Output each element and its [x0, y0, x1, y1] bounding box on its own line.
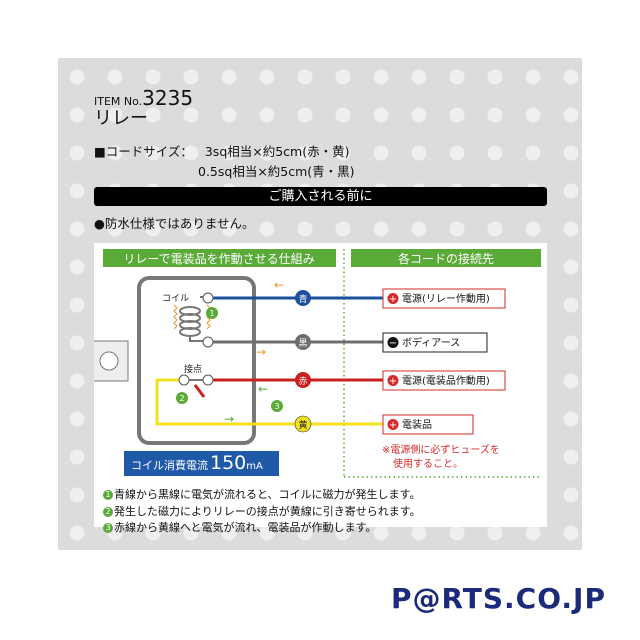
- product-name: リレー: [94, 108, 148, 129]
- contact-arrow-icon: [193, 384, 206, 398]
- arrow-right-icon: →: [224, 412, 234, 426]
- current-label: コイル消費電流: [131, 458, 208, 472]
- left-header: リレーで電装品を作動させる仕組み: [123, 252, 314, 266]
- minus-icon: −: [389, 338, 397, 349]
- wire-label: 黄: [298, 419, 307, 431]
- waterproof-notice: ●防水仕様ではありません。: [94, 216, 255, 231]
- brand-logo: P@RTS.CO.JP: [390, 582, 606, 615]
- wire-badge-yellow: 黄: [294, 415, 312, 433]
- wire-label: 黒: [298, 338, 307, 349]
- yellow-wire: [155, 378, 394, 426]
- step-badge: [176, 392, 188, 404]
- dest-device: + 電装品: [382, 414, 474, 435]
- note-text: 発生した磁力によりリレーの接点が黄線に引き寄せられます。: [114, 504, 421, 518]
- cord-spec: ■コードサイズ： 3sq相当×約5cm(赤・黄) 0.5sq相当×約5cm(青・…: [94, 142, 355, 182]
- step-badge: 3: [103, 523, 113, 533]
- step-number: 2: [179, 394, 184, 403]
- terminal: [202, 292, 214, 304]
- coil-icon: [173, 296, 211, 342]
- terminal: [178, 374, 190, 386]
- dest-label: 電装品: [402, 418, 432, 431]
- relay-body: [137, 276, 256, 445]
- right-header: 各コードの接続先: [398, 251, 494, 266]
- arrow-left-icon: ←: [258, 382, 268, 396]
- coil-current-box: [124, 451, 279, 476]
- step-number: 1: [209, 309, 214, 318]
- note-text: 赤線から黄線へと電気が流れ、電装品が作動します。: [114, 521, 377, 534]
- item-number: ITEM No.3235: [94, 86, 193, 110]
- spec-label: ■コードサイズ：: [94, 144, 193, 159]
- notice-bar: ご購入される前に: [94, 187, 547, 206]
- note-text: 青線から黒線に電気が流れると、コイルに磁力が発生します。: [114, 488, 421, 501]
- dest-label: 電源(電装品作動用): [402, 374, 490, 387]
- terminal: [202, 336, 214, 348]
- dest-body-ground: −ボディアース: [382, 332, 488, 353]
- fuse-note: 使用すること。: [393, 457, 463, 470]
- contact-label: 接点: [184, 363, 202, 375]
- mount-hole: [99, 351, 119, 371]
- spec-line-2: 0.5sq相当×約5cm(青・黒): [198, 164, 355, 179]
- spec-line-1: 3sq相当×約5cm(赤・黄): [204, 144, 350, 159]
- wire-label: 青: [298, 293, 307, 305]
- dest-power-relay: + 電源(リレー作動用): [382, 288, 506, 309]
- wire-badge-red: 赤: [295, 372, 311, 388]
- coil-label: コイル: [162, 294, 189, 304]
- wire-badge-black: 黒: [295, 334, 311, 350]
- dest-label: 電源(リレー作動用): [402, 292, 490, 305]
- dest-power-device: + 電源(電装品作動用): [382, 370, 506, 391]
- item-prefix: ITEM No.: [94, 95, 143, 108]
- wiring-diagram: リレーで電装品を作動させる仕組み 各コードの接続先 コイル 接点 ← → ← →…: [94, 249, 542, 478]
- arrow-left-icon: ←: [274, 278, 284, 292]
- arrow-right-icon: →: [256, 345, 266, 359]
- wire-label: 赤: [298, 376, 307, 387]
- right-header-bg: [351, 249, 541, 267]
- step-badge: 1: [103, 490, 113, 500]
- step-badge: [206, 307, 218, 319]
- plus-icon: +: [389, 420, 397, 431]
- plus-icon: +: [389, 376, 397, 387]
- terminal: [202, 374, 214, 386]
- step-number: 3: [274, 402, 279, 411]
- step-badge: 2: [103, 506, 113, 517]
- item-number-value: 3235: [142, 86, 194, 110]
- wire-badge-blue: 青: [295, 290, 311, 306]
- step-badge: [271, 400, 283, 412]
- current-value: 150: [210, 452, 246, 474]
- plus-icon: +: [389, 294, 397, 305]
- dest-label: ボディアース: [402, 336, 460, 349]
- current-unit: mA: [246, 461, 263, 472]
- fuse-note: ※電源側に必ずヒューズを: [382, 443, 500, 456]
- left-header-bg: [103, 249, 336, 267]
